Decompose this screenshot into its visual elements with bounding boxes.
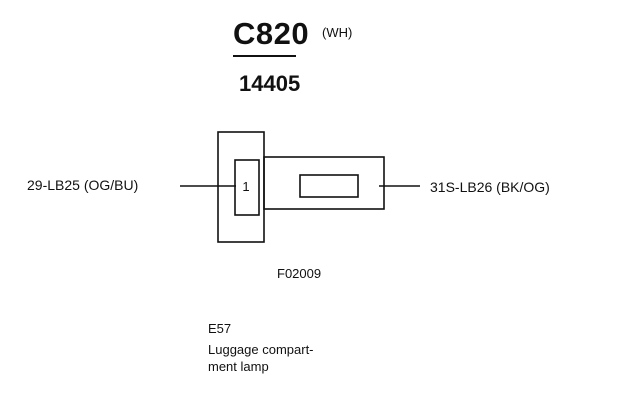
- connector-housing: [217, 131, 265, 243]
- title-underline: [233, 55, 296, 57]
- part-number: 14405: [239, 71, 301, 96]
- connector-body: [263, 156, 385, 210]
- connector-color-code: (WH): [322, 25, 353, 40]
- component-description: Luggage compart- ment lamp: [208, 342, 314, 374]
- terminal-blade: [299, 174, 359, 198]
- drawing-id: F02009: [277, 266, 322, 281]
- pin-number-1: 1: [242, 179, 249, 194]
- left-wire-label: 29-LB25 (OG/BU): [27, 177, 139, 193]
- pin-cavity-1: [234, 159, 260, 216]
- right-wire-label: 31S-LB26 (BK/OG): [430, 179, 550, 195]
- component-ref: E57: [208, 321, 232, 336]
- connector-id: C820: [233, 16, 310, 51]
